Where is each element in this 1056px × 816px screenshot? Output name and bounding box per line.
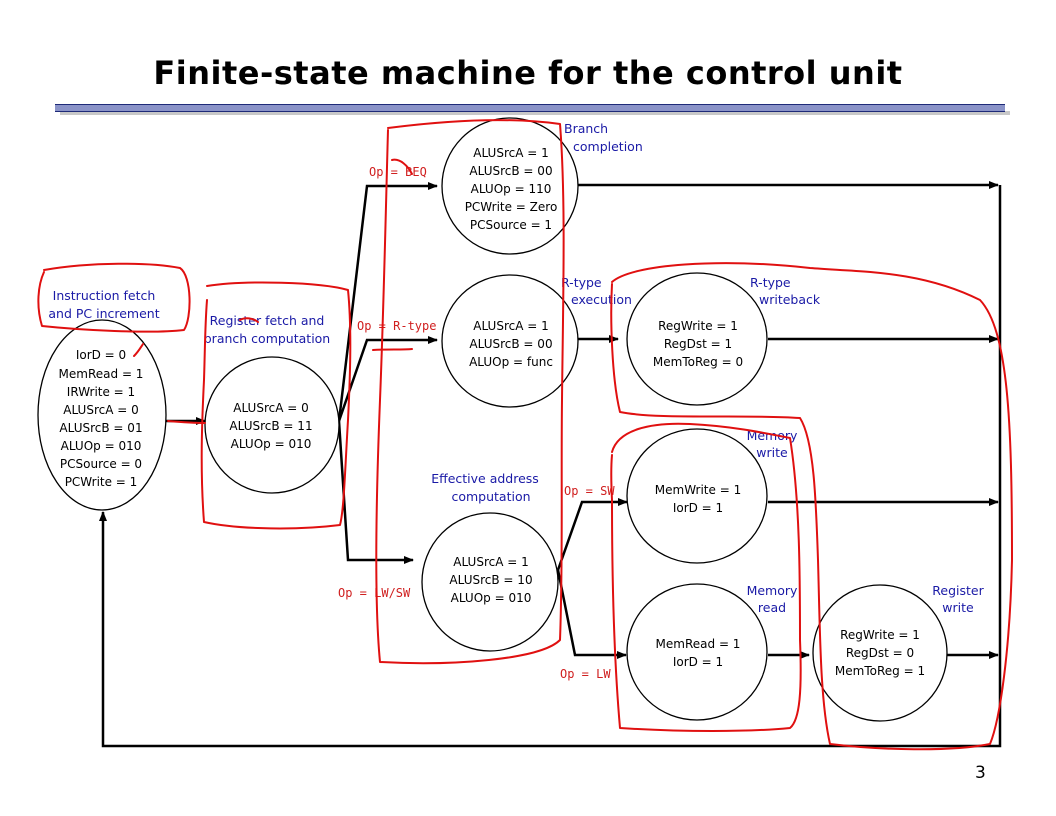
memread-label: read <box>758 600 786 615</box>
addr-signal: ALUSrcA = 1 <box>453 555 529 569</box>
branch-signal: ALUOp = 110 <box>471 182 552 196</box>
return-bus <box>99 185 1002 748</box>
annotation-rtype-underline <box>372 348 413 351</box>
state-memread <box>626 583 768 721</box>
branch-signal: PCWrite = Zero <box>465 200 558 214</box>
annotation-tick <box>133 343 144 357</box>
decode-signal: ALUSrcA = 0 <box>233 401 309 415</box>
state-memwrite <box>626 428 768 564</box>
rexec-label: execution <box>571 292 632 307</box>
fetch-label: and PC increment <box>48 306 159 321</box>
state-rwrite <box>626 272 768 406</box>
memwrite-signal: IorD = 1 <box>673 501 723 515</box>
edge-addr-memread <box>556 569 627 659</box>
annotation-middle-column <box>375 119 565 665</box>
fetch-signal: MemRead = 1 <box>59 367 144 381</box>
fetch-signal: PCWrite = 1 <box>65 475 138 489</box>
condition-lwsw: Op = LW/SW <box>338 586 411 600</box>
fetch-signal: PCSource = 0 <box>60 457 142 471</box>
annotation-decode-box <box>200 281 352 530</box>
rexec-label: R-type <box>561 275 602 290</box>
branch-label: completion <box>573 139 643 154</box>
title-rule <box>55 104 1005 112</box>
memread-signal: IorD = 1 <box>673 655 723 669</box>
fetch-signal: IRWrite = 1 <box>67 385 135 399</box>
state-addr <box>421 512 559 652</box>
annotation-right-region <box>610 262 1013 751</box>
edge-addr-memwrite <box>556 498 628 571</box>
memwrite-label: write <box>756 445 788 460</box>
regwrite-label: write <box>942 600 974 615</box>
regwrite-label: Register <box>932 583 984 598</box>
state-rexec <box>441 274 579 408</box>
decode-label: branch computation <box>204 331 330 346</box>
edge-decode-branch <box>337 182 438 422</box>
transition-conditions: Op = BEQ Op = R-type Op = LW/SW Op = SW … <box>338 165 615 681</box>
addr-label: Effective address <box>431 471 539 486</box>
addr-signal: ALUOp = 010 <box>451 591 532 605</box>
regwrite-signal: RegWrite = 1 <box>840 628 920 642</box>
state-regwrite <box>812 584 948 722</box>
condition-rtype: Op = R-type <box>357 319 436 333</box>
state-fetch <box>37 319 167 511</box>
fetch-signal: IorD = 0 <box>76 348 126 362</box>
memwrite-signal: MemWrite = 1 <box>655 483 741 497</box>
hand-annotations <box>37 119 1013 751</box>
condition-beq: Op = BEQ <box>369 165 427 179</box>
branch-signal: ALUSrcB = 00 <box>469 164 552 178</box>
title-rule-shadow <box>60 111 1010 115</box>
edge-decode-addr <box>337 420 414 564</box>
decode-label: Register fetch and <box>210 313 325 328</box>
fetch-signal: ALUSrcA = 0 <box>63 403 139 417</box>
state-decode <box>204 356 340 494</box>
branch-label: Branch <box>564 121 608 136</box>
state-branch <box>441 117 579 255</box>
rwrite-label: writeback <box>759 292 821 307</box>
state-labels: Instruction fetch and PC increment Regis… <box>48 121 984 615</box>
memread-signal: MemRead = 1 <box>656 637 741 651</box>
rwrite-signal: MemToReg = 0 <box>653 355 743 369</box>
transition-lines <box>99 181 1002 748</box>
regwrite-signal: RegDst = 0 <box>846 646 914 660</box>
annotation-fetch-box <box>37 262 191 333</box>
state-nodes <box>37 117 948 722</box>
rwrite-signal: RegDst = 1 <box>664 337 732 351</box>
rexec-signal: ALUOp = func <box>469 355 553 369</box>
decode-signal: ALUOp = 010 <box>231 437 312 451</box>
edge-decode-rexec <box>337 336 438 422</box>
annotation-arrow-stroke <box>167 420 206 424</box>
rwrite-signal: RegWrite = 1 <box>658 319 738 333</box>
fetch-label: Instruction fetch <box>53 288 156 303</box>
regwrite-signal: MemToReg = 1 <box>835 664 925 678</box>
state-signals: IorD = 0 MemRead = 1 IRWrite = 1 ALUSrcA… <box>59 146 926 678</box>
memread-label: Memory <box>747 583 798 598</box>
addr-signal: ALUSrcB = 10 <box>449 573 532 587</box>
rexec-signal: ALUSrcB = 00 <box>469 337 552 351</box>
fetch-signal: ALUSrcB = 01 <box>59 421 142 435</box>
condition-lw: Op = LW <box>560 667 611 681</box>
annotation-underline <box>239 317 259 323</box>
page-number: 3 <box>975 763 986 783</box>
addr-label: computation <box>451 489 530 504</box>
page-title: Finite-state machine for the control uni… <box>153 54 903 92</box>
fetch-signal: ALUOp = 010 <box>61 439 142 453</box>
rwrite-label: R-type <box>750 275 791 290</box>
branch-signal: ALUSrcA = 1 <box>473 146 549 160</box>
annotation-memory-region <box>610 422 802 732</box>
rexec-signal: ALUSrcA = 1 <box>473 319 549 333</box>
annotation-beq-mark <box>391 158 413 175</box>
decode-signal: ALUSrcB = 11 <box>229 419 312 433</box>
branch-signal: PCSource = 1 <box>470 218 552 232</box>
condition-sw: Op = SW <box>564 484 615 498</box>
